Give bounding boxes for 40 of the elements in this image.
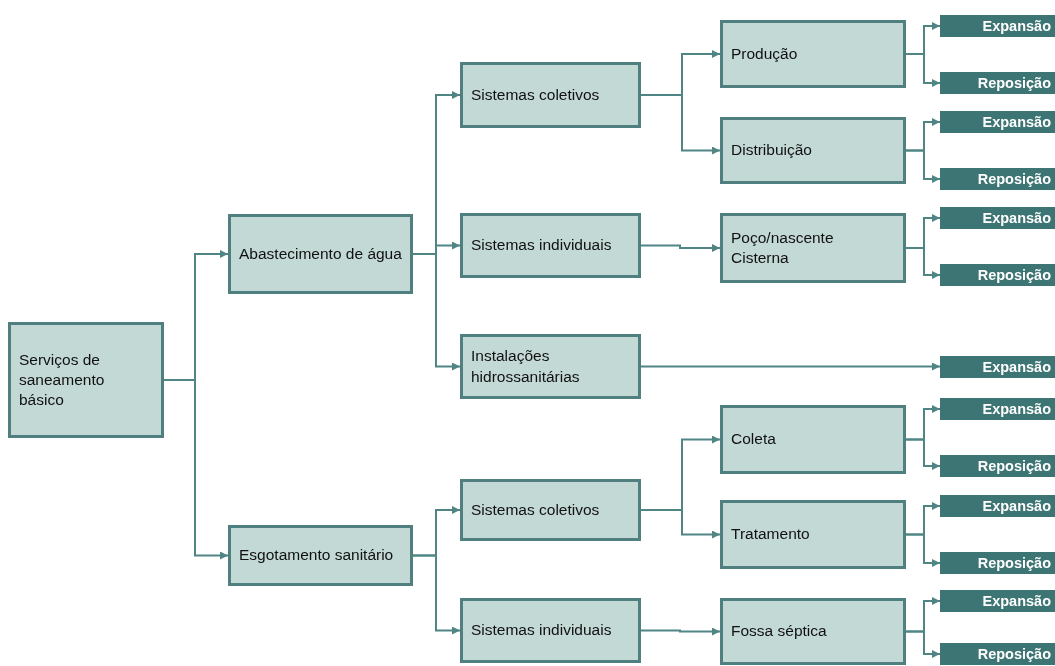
arrow	[905, 630, 941, 658]
process-box: Tratamento	[720, 500, 906, 569]
category-tag: Reposição	[940, 643, 1055, 665]
category-tag: Expansão	[940, 495, 1055, 517]
arrow	[412, 554, 461, 635]
category-tag: Reposição	[940, 455, 1055, 477]
category-tag: Expansão	[940, 590, 1055, 612]
process-box: Esgotamento sanitário	[228, 525, 413, 586]
category-tag: Expansão	[940, 398, 1055, 420]
arrow	[905, 438, 941, 470]
arrow	[640, 244, 721, 252]
category-tag: Expansão	[940, 207, 1055, 229]
process-box: Sistemas individuais	[460, 598, 641, 663]
process-box: Abastecimento de água	[228, 214, 413, 294]
arrow	[412, 253, 461, 371]
process-box: Fossa séptica	[720, 598, 906, 665]
process-box: Serviços de saneamento básico	[8, 322, 164, 438]
arrow	[905, 247, 941, 279]
arrow	[640, 509, 721, 539]
process-box: Produção	[720, 20, 906, 88]
category-tag: Expansão	[940, 15, 1055, 37]
process-box: Sistemas individuais	[460, 213, 641, 278]
category-tag: Reposição	[940, 552, 1055, 574]
category-tag: Reposição	[940, 168, 1055, 190]
arrow	[163, 379, 229, 560]
process-box: Poço/nascente Cisterna	[720, 213, 906, 283]
process-box: Coleta	[720, 405, 906, 474]
process-box: Sistemas coletivos	[460, 62, 641, 128]
arrow	[905, 53, 941, 87]
category-tag: Expansão	[940, 356, 1055, 378]
process-box: Sistemas coletivos	[460, 479, 641, 541]
arrow	[905, 149, 941, 183]
process-box: Distribuição	[720, 117, 906, 184]
process-box: Instalações hidrossanitárias	[460, 334, 641, 399]
arrow	[905, 533, 941, 567]
category-tag: Reposição	[940, 264, 1055, 286]
category-tag: Reposição	[940, 72, 1055, 94]
arrow	[640, 627, 721, 636]
arrow	[640, 362, 941, 371]
category-tag: Expansão	[940, 111, 1055, 133]
